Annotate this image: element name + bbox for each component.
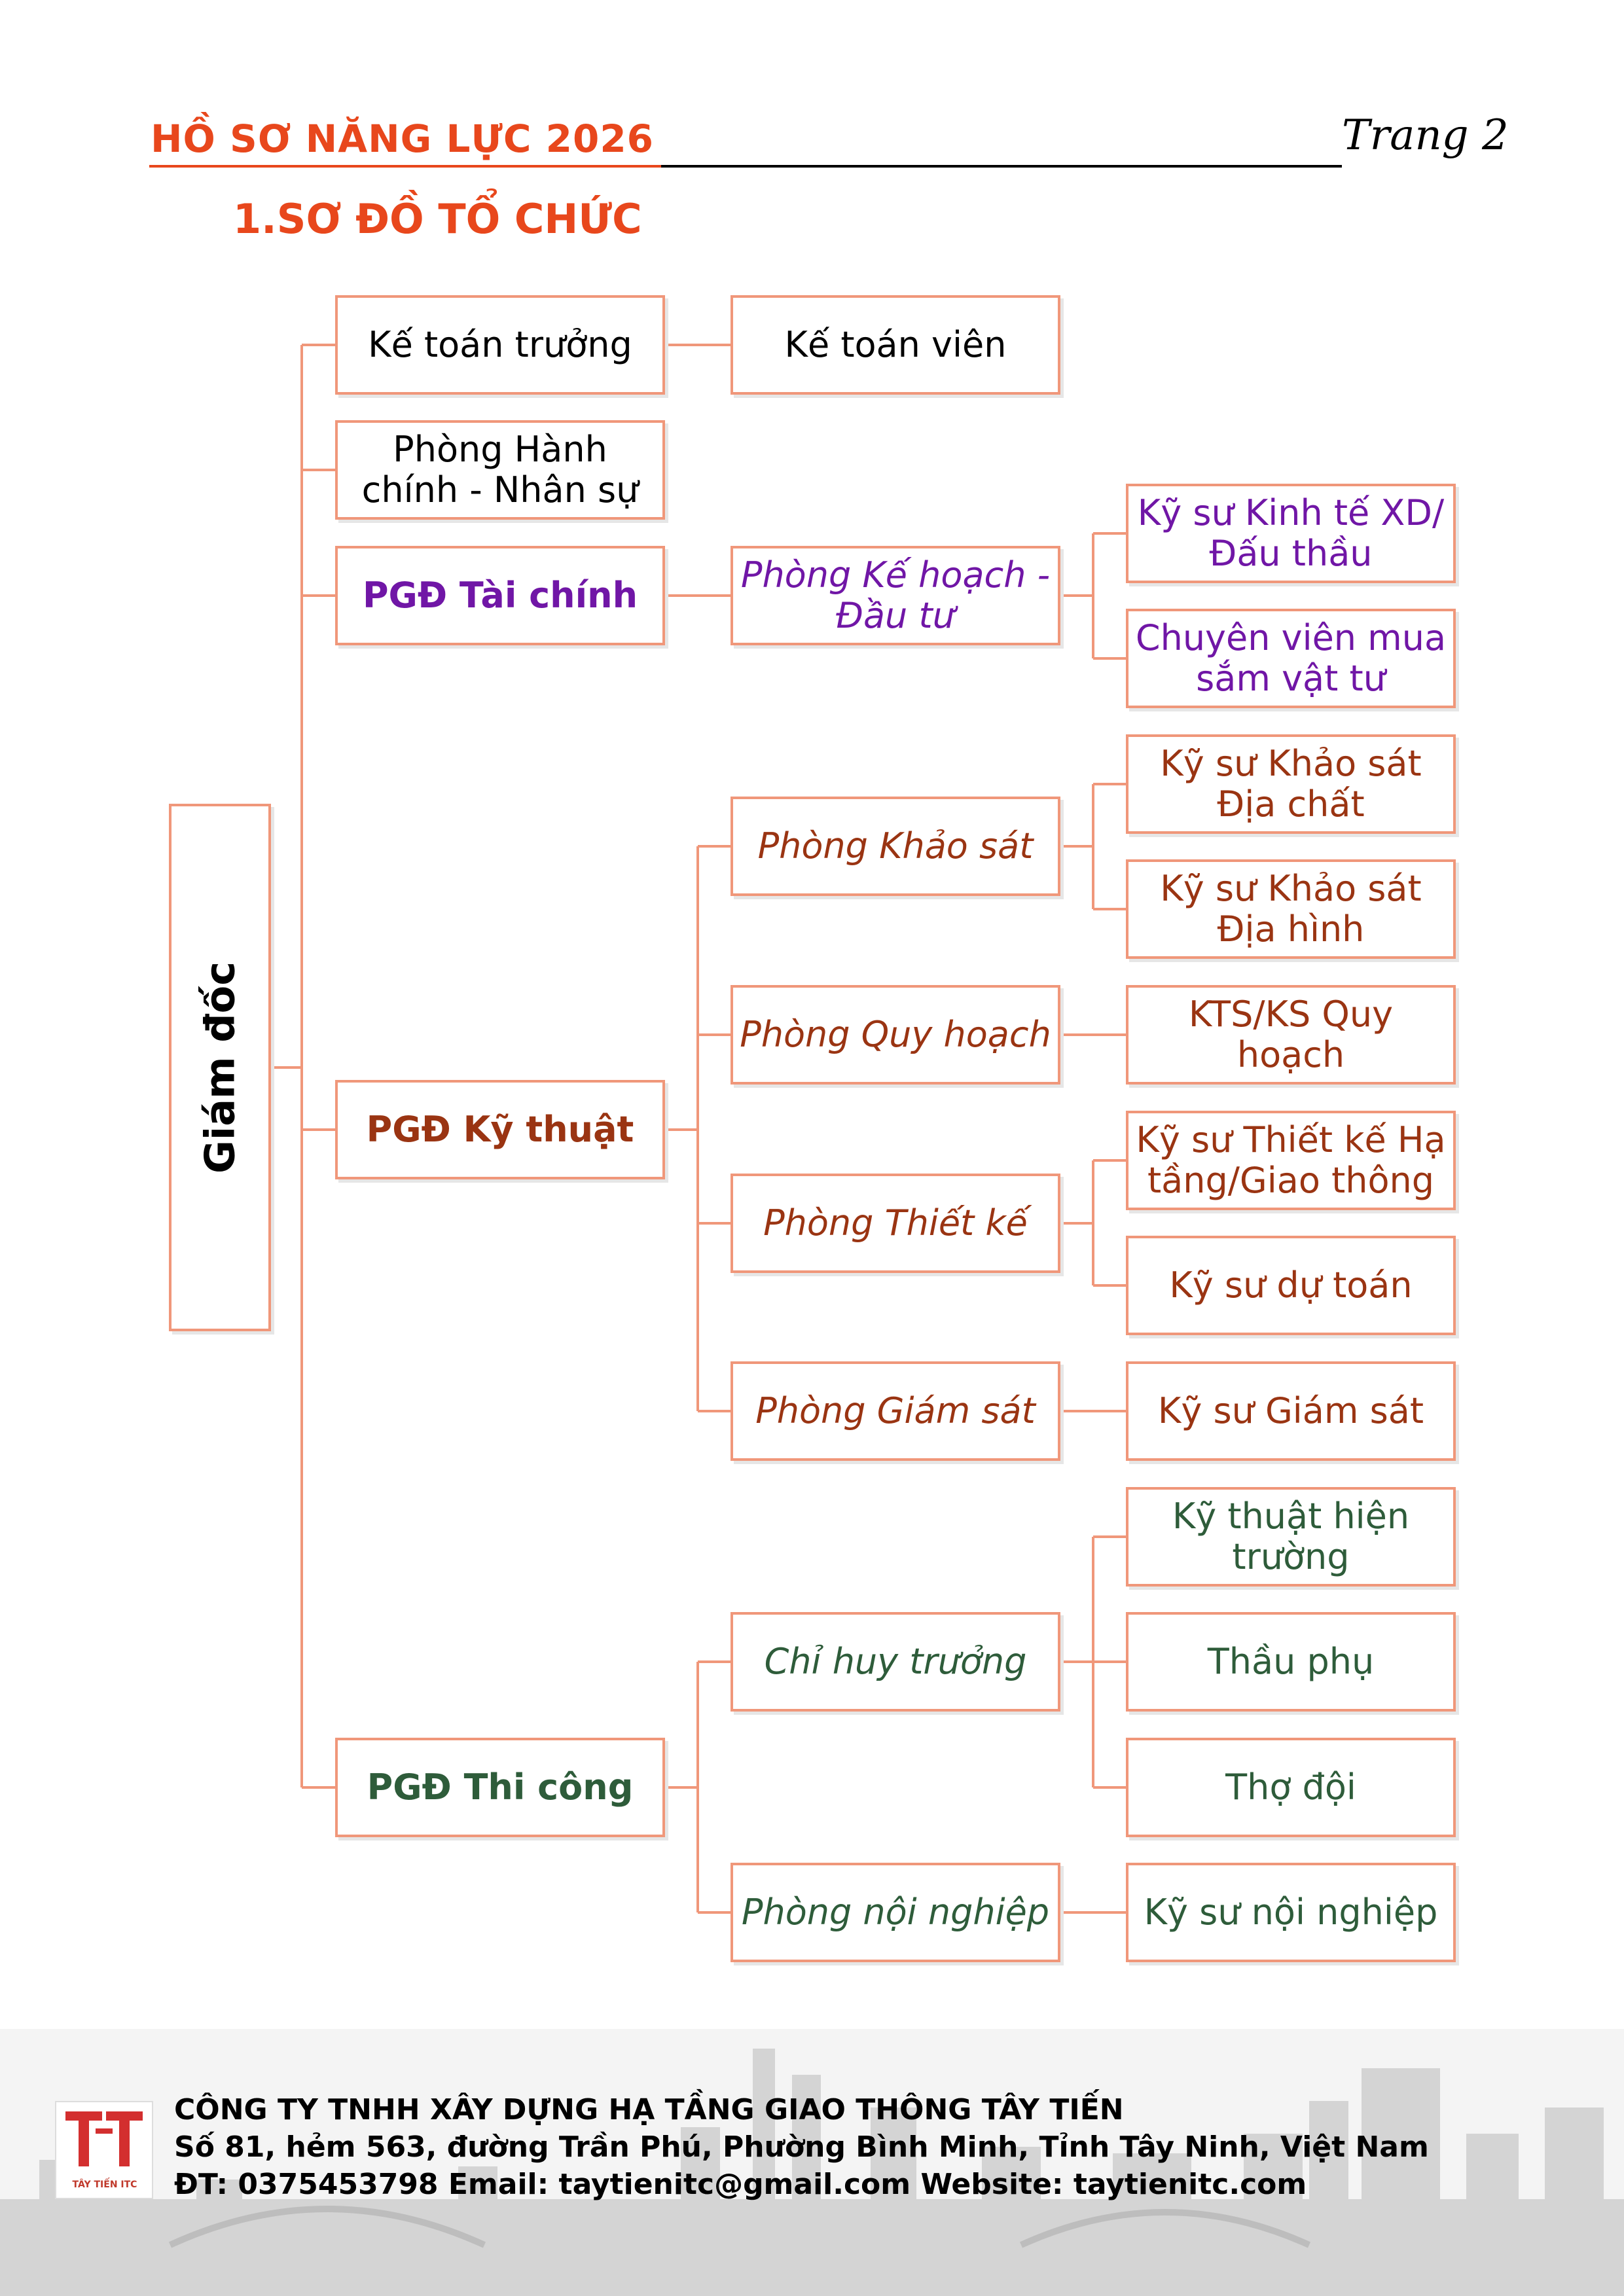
node-crew: Thợ đội — [1126, 1738, 1456, 1837]
node-internal-dept: Phòng nội nghiệp — [731, 1863, 1060, 1962]
node-chief-accountant: Kế toán trưởng — [335, 295, 665, 395]
document-title: HỒ SƠ NĂNG LỰC 2026 — [151, 117, 655, 161]
node-supervision-dept: Phòng Giám sát — [731, 1361, 1060, 1461]
node-design-engineer: Kỹ sư Thiết kế Hạ tầng/Giao thông — [1126, 1111, 1456, 1210]
footer-address: Số 81, hẻm 563, đường Trần Phú, Phường B… — [174, 2130, 1429, 2164]
node-planning-architect: KTS/KS Quy hoạch — [1126, 985, 1456, 1085]
node-director-box — [169, 804, 271, 1331]
company-logo — [55, 2101, 153, 2199]
node-construction-deputy: PGĐ Thi công — [335, 1738, 665, 1837]
header-rule — [149, 165, 1342, 168]
node-procurement-specialist: Chuyên viên mua sắm vật tư — [1126, 609, 1456, 708]
node-director-label: Giám đốc — [196, 961, 244, 1174]
header-rule-accent — [149, 165, 661, 168]
node-technical-deputy: PGĐ Kỹ thuật — [335, 1080, 665, 1179]
logo-tt-icon — [65, 2111, 143, 2166]
node-finance-deputy: PGĐ Tài chính — [335, 546, 665, 645]
footer-company-name: CÔNG TY TNHH XÂY DỰNG HẠ TẦNG GIAO THÔNG… — [174, 2093, 1124, 2126]
node-geology-engineer: Kỹ sư Khảo sát Địa chất — [1126, 734, 1456, 834]
org-chart-connectors — [271, 344, 1126, 1914]
node-design-dept: Phòng Thiết kế — [731, 1174, 1060, 1273]
footer-skyline — [0, 2029, 1624, 2296]
node-planning-dept: Phòng Quy hoạch — [731, 985, 1060, 1085]
node-accountant: Kế toán viên — [731, 295, 1060, 395]
logo-caption: TÂY TIẾN ITC — [72, 2179, 137, 2190]
node-estimator: Kỹ sư dự toán — [1126, 1236, 1456, 1335]
node-supervision-engineer: Kỹ sư Giám sát — [1126, 1361, 1456, 1461]
page-number: Trang 2 — [1342, 111, 1509, 160]
node-site-commander: Chỉ huy trưởng — [731, 1612, 1060, 1712]
footer-contact: ĐT: 0375453798 Email: taytienitc@gmail.c… — [174, 2168, 1307, 2201]
node-planning-investment-dept: Phòng Kế hoạch - Đầu tư — [731, 546, 1060, 645]
node-economic-engineer: Kỹ sư Kinh tế XD/Đấu thầu — [1126, 484, 1456, 583]
node-hr-office: Phòng Hành chính - Nhân sự — [335, 420, 665, 520]
section-title: 1.SƠ ĐỒ TỔ CHỨC — [233, 195, 642, 243]
node-internal-engineer: Kỹ sư nội nghiệp — [1126, 1863, 1456, 1962]
node-terrain-engineer: Kỹ sư Khảo sát Địa hình — [1126, 859, 1456, 959]
node-survey-dept: Phòng Khảo sát — [731, 797, 1060, 896]
node-subcontractor: Thầu phụ — [1126, 1612, 1456, 1712]
node-site-technician: Kỹ thuật hiện trường — [1126, 1487, 1456, 1587]
